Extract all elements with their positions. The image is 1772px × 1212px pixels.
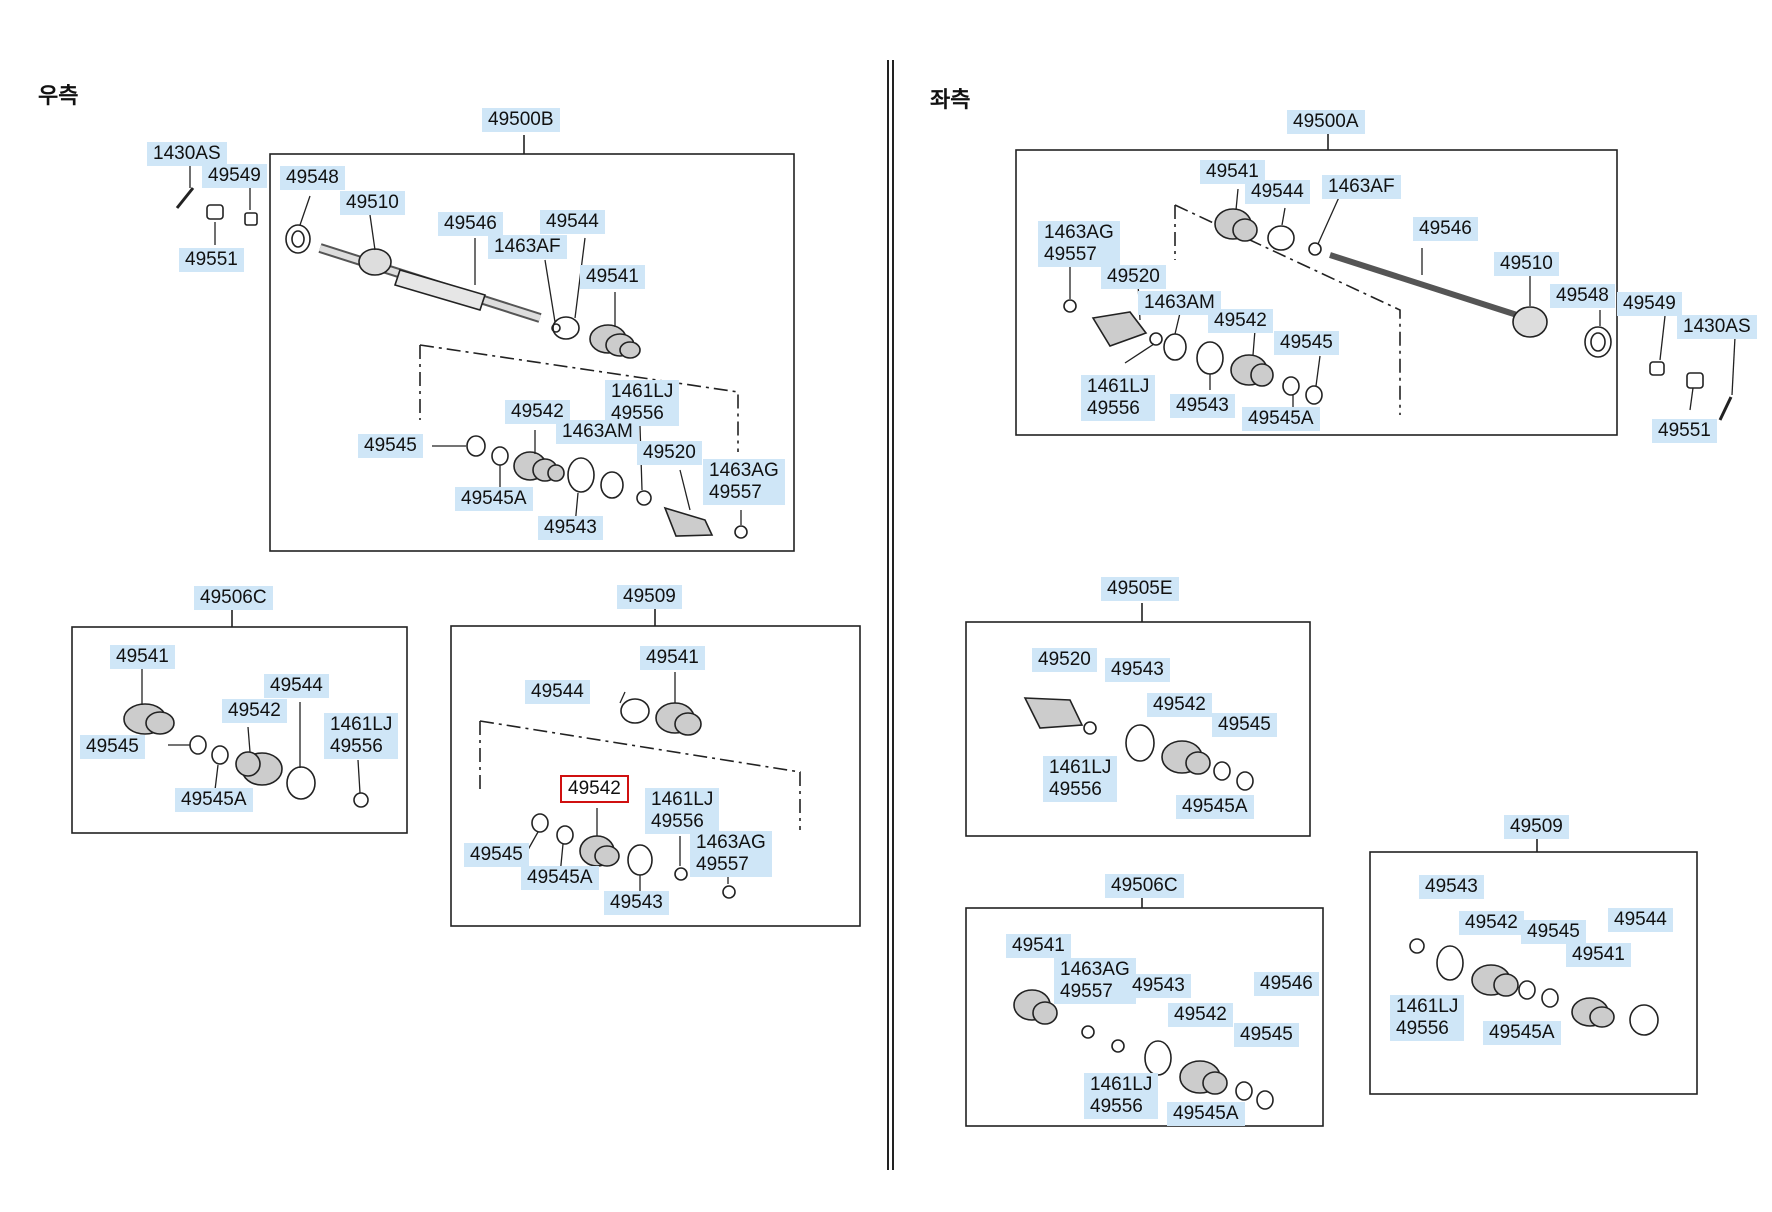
part-label[interactable]: 1463AG 49557 — [690, 831, 772, 877]
part-label[interactable]: 49544 — [1245, 180, 1310, 204]
part-label[interactable]: 49543 — [1170, 394, 1235, 418]
part-label[interactable]: 49546 — [438, 212, 503, 236]
right-side-title: 우측 — [38, 84, 79, 109]
part-label[interactable]: 49509 — [617, 585, 682, 609]
part-label[interactable]: 49545 — [1212, 713, 1277, 737]
part-label[interactable]: 49543 — [538, 516, 603, 540]
box-l-49509 — [1369, 851, 1698, 1095]
part-label[interactable]: 49545A — [1242, 407, 1320, 431]
box-49505E — [965, 621, 1311, 837]
part-label[interactable]: 1463AF — [1322, 175, 1401, 199]
part-label[interactable]: 1461LJ 49556 — [1081, 375, 1156, 421]
part-label[interactable]: 49548 — [1550, 284, 1615, 308]
part-label[interactable]: 49545 — [80, 735, 145, 759]
part-label[interactable]: 49545A — [521, 866, 599, 890]
part-label[interactable]: 49548 — [280, 166, 345, 190]
part-label[interactable]: 49545A — [1483, 1021, 1561, 1045]
cv-joint-49520-left — [1091, 311, 1148, 347]
part-label[interactable]: 49545A — [175, 788, 253, 812]
box-r-49509 — [450, 625, 861, 927]
part-label[interactable]: 49546 — [1254, 972, 1319, 996]
part-label[interactable]: 49545 — [1274, 331, 1339, 355]
part-label[interactable]: 49546 — [1413, 217, 1478, 241]
part-label[interactable]: 1461LJ 49556 — [324, 713, 399, 759]
part-label[interactable]: 49509 — [1504, 815, 1569, 839]
part-label[interactable]: 49510 — [340, 191, 405, 215]
part-label[interactable]: 49543 — [1105, 658, 1170, 682]
part-label[interactable]: 1430AS — [147, 142, 227, 166]
part-label[interactable]: 1463AG 49557 — [1038, 221, 1120, 267]
part-label[interactable]: 1461LJ 49556 — [605, 380, 680, 426]
part-label[interactable]: 1463AM — [1138, 291, 1221, 315]
part-label[interactable]: 49542 — [1459, 911, 1524, 935]
part-label[interactable]: 1463AF — [488, 235, 567, 259]
part-label[interactable]: 49542 — [1168, 1003, 1233, 1027]
box-49500B — [269, 153, 795, 552]
part-label[interactable]: 49500B — [482, 108, 560, 132]
box-r-49506C — [71, 626, 408, 834]
part-label[interactable]: 1461LJ 49556 — [1084, 1073, 1159, 1119]
part-label[interactable]: 49520 — [1101, 265, 1166, 289]
part-label[interactable]: 49541 — [1006, 934, 1071, 958]
nut-49549 — [244, 212, 258, 226]
part-label[interactable]: 49510 — [1494, 252, 1559, 276]
part-label[interactable]: 1461LJ 49556 — [1390, 995, 1465, 1041]
ring-49548 — [285, 224, 311, 254]
part-label-highlighted[interactable]: 49542 — [560, 775, 629, 803]
part-label[interactable]: 49545A — [455, 487, 533, 511]
part-label[interactable]: 49543 — [1419, 875, 1484, 899]
part-label[interactable]: 49541 — [1566, 943, 1631, 967]
part-label[interactable]: 49545 — [358, 434, 423, 458]
part-label[interactable]: 49500A — [1287, 110, 1365, 134]
shaft-49510-right — [318, 243, 542, 323]
part-label[interactable]: 49520 — [637, 441, 702, 465]
part-label[interactable]: 49545A — [1176, 795, 1254, 819]
part-label[interactable]: 49541 — [1200, 160, 1265, 184]
part-label[interactable]: 49544 — [1608, 908, 1673, 932]
part-label[interactable]: 49505E — [1101, 577, 1179, 601]
part-label[interactable]: 49541 — [110, 645, 175, 669]
part-label[interactable]: 49545 — [1521, 920, 1586, 944]
part-label[interactable]: 49544 — [264, 674, 329, 698]
part-label[interactable]: 1463AG 49557 — [1054, 958, 1136, 1004]
part-label[interactable]: 49545A — [1167, 1102, 1245, 1126]
part-label[interactable]: 49545 — [1234, 1023, 1299, 1047]
shaft-49510-left — [1329, 252, 1548, 338]
part-label[interactable]: 49543 — [1126, 974, 1191, 998]
part-label[interactable]: 49543 — [604, 891, 669, 915]
part-label[interactable]: 1461LJ 49556 — [1043, 756, 1118, 802]
part-label[interactable]: 49551 — [1652, 419, 1717, 443]
cv-joint-49520-right — [663, 506, 714, 537]
part-label[interactable]: 1461LJ 49556 — [645, 788, 720, 834]
part-label[interactable]: 49544 — [540, 210, 605, 234]
part-label[interactable]: 1430AS — [1677, 315, 1757, 339]
part-label[interactable]: 49541 — [580, 265, 645, 289]
part-label[interactable]: 1463AM — [556, 420, 639, 444]
part-label[interactable]: 49506C — [194, 586, 273, 610]
part-label[interactable]: 49542 — [505, 400, 570, 424]
part-label[interactable]: 49544 — [525, 680, 590, 704]
part-label[interactable]: 49541 — [640, 646, 705, 670]
nut-49551 — [206, 204, 224, 220]
part-label[interactable]: 49520 — [1032, 648, 1097, 672]
boot-49541-right — [589, 324, 641, 359]
boot-49542-right — [513, 451, 565, 482]
part-label[interactable]: 49506C — [1105, 874, 1184, 898]
clamp-49544-right — [552, 316, 580, 340]
box-l-49506C — [965, 907, 1324, 1127]
part-label[interactable]: 49545 — [464, 843, 529, 867]
left-side-title: 좌측 — [930, 88, 971, 113]
part-label[interactable]: 49551 — [179, 248, 244, 272]
part-label[interactable]: 1463AG 49557 — [703, 459, 785, 505]
part-label[interactable]: 49542 — [1208, 309, 1273, 333]
part-label[interactable]: 49542 — [1147, 693, 1212, 717]
part-label[interactable]: 49549 — [202, 164, 267, 188]
part-label[interactable]: 49549 — [1617, 292, 1682, 316]
part-label[interactable]: 49542 — [222, 699, 287, 723]
